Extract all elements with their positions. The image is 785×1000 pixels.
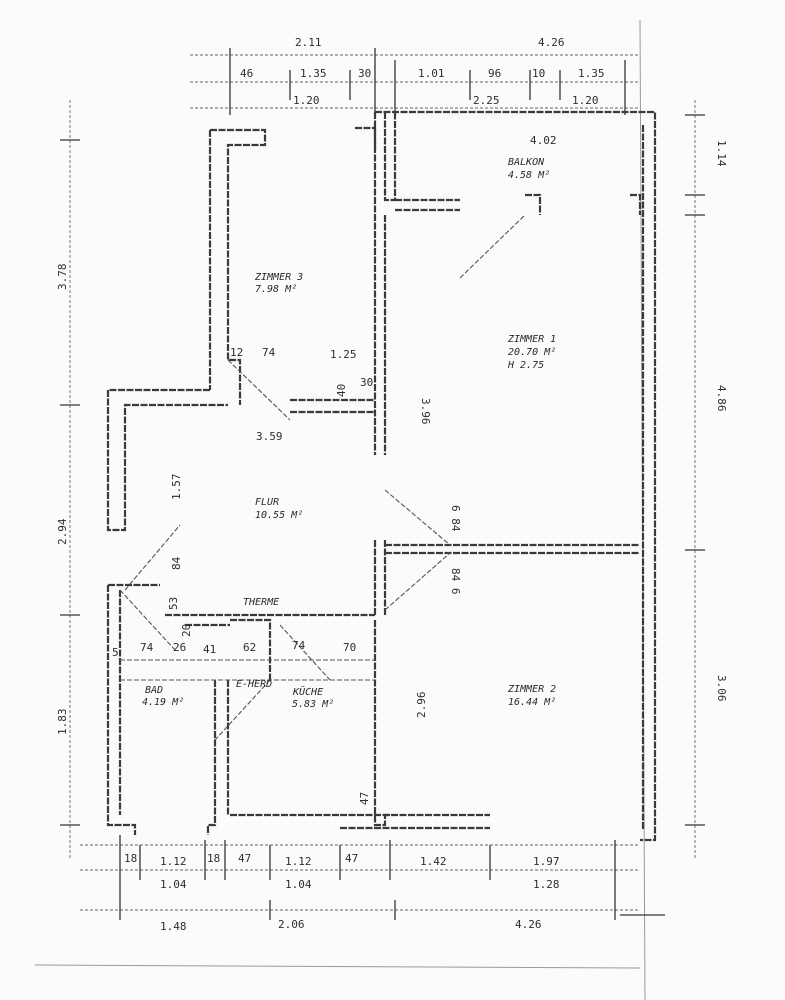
room-e-herd: E-HERD: [236, 679, 272, 690]
dim-balkon-width: 4.02: [530, 134, 557, 147]
svg-text:16.44 M²: 16.44 M²: [508, 697, 556, 708]
svg-text:5.83 M²: 5.83 M²: [292, 699, 334, 710]
svg-text:FLUR: FLUR: [255, 497, 279, 508]
dim-bottom-4-26: 4.26: [515, 918, 542, 931]
svg-text:THERME: THERME: [243, 597, 279, 608]
dim-left-2-94: 2.94: [56, 518, 69, 545]
dim-bottom-18-a: 18: [124, 852, 137, 865]
dim-bottom-1-12-b: 1.12: [285, 855, 312, 868]
svg-text:E-HERD: E-HERD: [236, 679, 272, 690]
dim-door-84-6: 84 6: [449, 568, 462, 595]
dim-top-4-26: 4.26: [538, 36, 565, 49]
dim-bottom-1-28: 1.28: [533, 878, 560, 891]
dim-right-4-86: 4.86: [715, 385, 728, 412]
page-edge-bottom: [34, 964, 641, 969]
svg-text:4.58 M²: 4.58 M²: [508, 170, 550, 181]
dim-top-46: 46: [240, 67, 253, 80]
dim-left-1-83: 1.83: [56, 709, 69, 736]
dim-top-1-01: 1.01: [418, 67, 445, 80]
dim-kueche-47: 47: [358, 792, 371, 805]
dim-bottom-1-04-b: 1.04: [285, 878, 312, 891]
dim-right-3-06: 3.06: [715, 675, 728, 702]
svg-text:7.98 M²: 7.98 M²: [255, 284, 297, 295]
dim-bottom-1-97: 1.97: [533, 855, 560, 868]
dim-flur-1-57: 1.57: [170, 474, 183, 501]
svg-text:ZIMMER 2: ZIMMER 2: [507, 684, 556, 695]
svg-text:10.55 M²: 10.55 M²: [255, 510, 303, 521]
dim-top-2-25: 2.25: [473, 94, 500, 107]
dim-kueche-62: 62: [243, 641, 256, 654]
dim-bad-5: 5: [112, 646, 119, 659]
svg-text:BAD: BAD: [145, 685, 163, 696]
dim-bad-53: 53: [167, 597, 180, 610]
dim-bottom-1-48: 1.48: [160, 920, 187, 933]
dim-flur-84: 84: [170, 556, 183, 570]
svg-text:KÜCHE: KÜCHE: [292, 685, 323, 698]
dim-top-1-20-b: 1.20: [572, 94, 599, 107]
dim-kueche-70: 70: [343, 641, 356, 654]
room-zimmer-1: ZIMMER 1 20.70 M² H 2.75: [507, 334, 556, 371]
dim-z1-3-96: 3.96: [419, 398, 432, 425]
svg-text:4.19 M²: 4.19 M²: [142, 697, 184, 708]
room-therme: THERME: [243, 597, 279, 608]
dim-right-1-14: 1.14: [715, 140, 728, 167]
dim-kueche-74: 74: [292, 639, 306, 652]
dim-top-30: 30: [358, 67, 371, 80]
room-zimmer-2: ZIMMER 2 16.44 M²: [507, 684, 556, 708]
dim-top-2-11: 2.11: [295, 36, 322, 49]
dim-bad-26: 26: [173, 641, 186, 654]
dim-z3-12: 12: [230, 346, 243, 359]
dim-door-6-84: 6 84: [449, 505, 462, 532]
door-swings: [119, 214, 526, 741]
dim-bottom-1-04-a: 1.04: [160, 878, 187, 891]
dim-z3-40: 40: [335, 384, 348, 397]
svg-text:H 2.75: H 2.75: [507, 360, 544, 371]
dim-top-96: 96: [488, 67, 501, 80]
svg-text:BALKON: BALKON: [508, 157, 545, 168]
dim-bottom-1-42: 1.42: [420, 855, 447, 868]
dim-bottom-47-a: 47: [238, 852, 251, 865]
dim-bottom-18-b: 18: [207, 852, 220, 865]
dim-bad-20: 20: [180, 624, 193, 637]
walls: [106, 110, 657, 842]
dim-flur-width: 3.59: [256, 430, 283, 443]
dim-z3-1-25: 1.25: [330, 348, 357, 361]
svg-text:20.70 M²: 20.70 M²: [508, 347, 556, 358]
dim-left-3-78: 3.78: [56, 264, 69, 291]
svg-text:ZIMMER 1: ZIMMER 1: [507, 334, 556, 345]
dim-z3-74: 74: [262, 346, 276, 359]
room-zimmer-3: ZIMMER 3 7.98 M²: [254, 272, 303, 295]
dim-top-1-20-a: 1.20: [293, 94, 320, 107]
dim-bottom-1-12-a: 1.12: [160, 855, 187, 868]
dim-z2-2-96: 2.96: [415, 692, 428, 719]
dim-bottom-47-b: 47: [345, 852, 358, 865]
dim-z3-30: 30: [360, 376, 373, 389]
dim-bad-74: 74: [140, 641, 154, 654]
room-bad: BAD 4.19 M²: [142, 685, 184, 708]
room-balkon: BALKON 4.58 M²: [508, 157, 550, 181]
dim-top-1-35-a: 1.35: [300, 67, 327, 80]
svg-text:ZIMMER 3: ZIMMER 3: [254, 272, 303, 283]
dim-top-1-35-b: 1.35: [578, 67, 605, 80]
dim-top-10: 10: [532, 67, 545, 80]
room-kueche: KÜCHE 5.83 M²: [292, 685, 334, 710]
dim-bottom-2-06: 2.06: [278, 918, 305, 931]
dim-bad-41: 41: [203, 643, 216, 656]
dimension-lines: [60, 48, 705, 920]
room-flur: FLUR 10.55 M²: [255, 497, 303, 521]
